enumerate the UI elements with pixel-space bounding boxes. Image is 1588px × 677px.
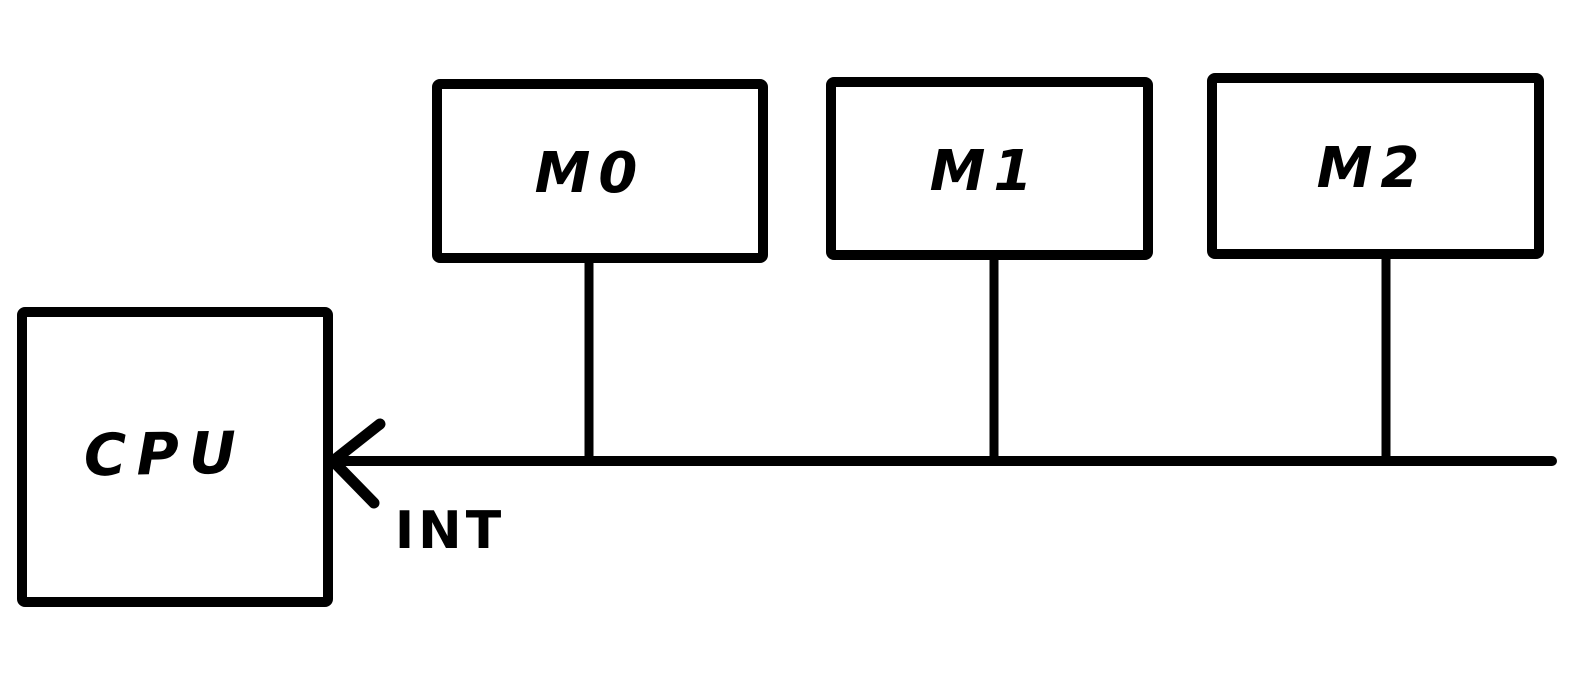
module-box bbox=[432, 79, 768, 263]
cpu-node: CPU bbox=[17, 307, 333, 607]
module-box bbox=[1207, 73, 1544, 259]
module-node-m0: M0 bbox=[432, 79, 768, 463]
interrupt-label: INT bbox=[395, 501, 505, 561]
module-label: M1 bbox=[930, 139, 1041, 204]
cpu-box bbox=[17, 307, 333, 607]
module-node-m2: M2 bbox=[1207, 73, 1544, 463]
module-label: M2 bbox=[1317, 136, 1428, 201]
cpu-label: CPU bbox=[83, 419, 246, 490]
module-label: M0 bbox=[535, 141, 646, 206]
module-node-m1: M1 bbox=[826, 77, 1153, 463]
